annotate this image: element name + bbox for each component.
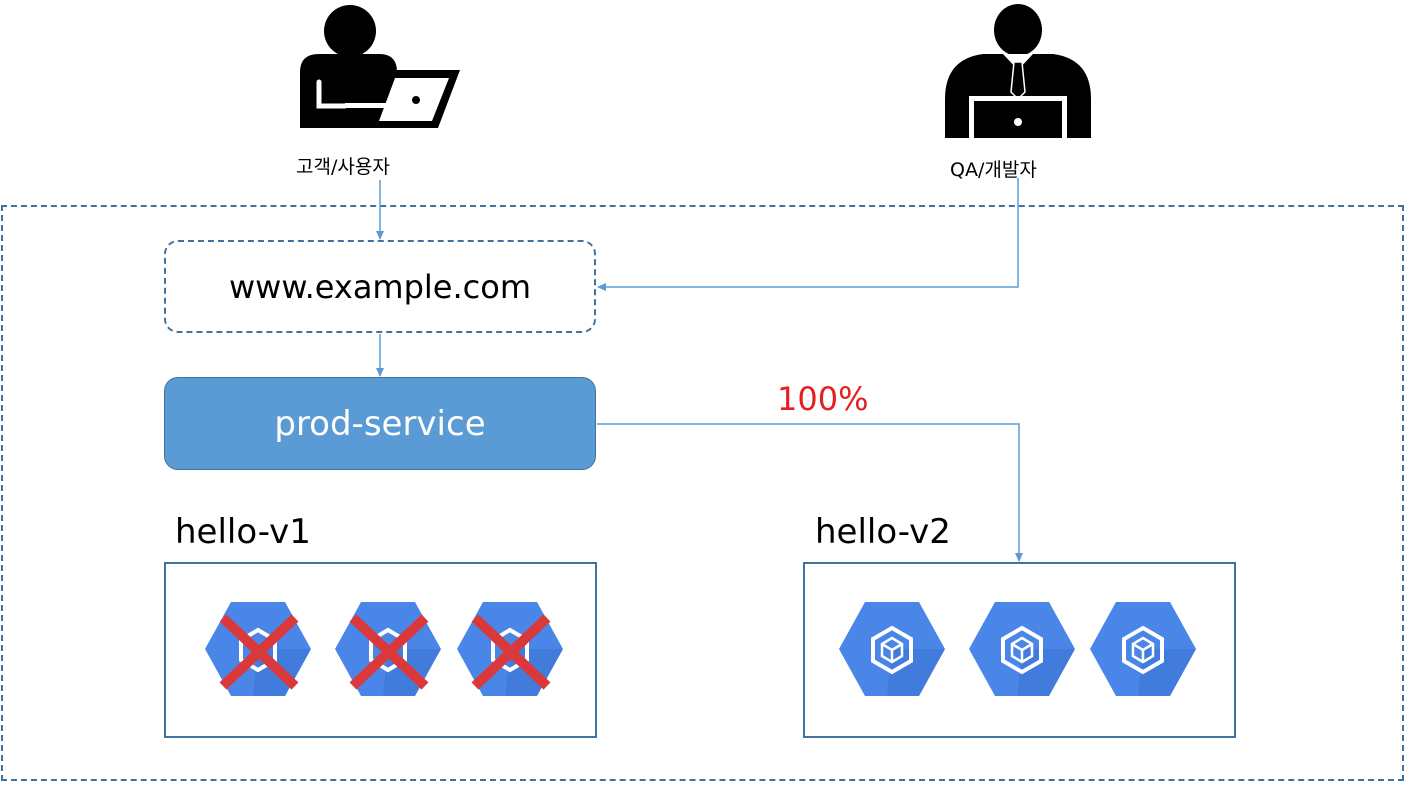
hello-v1-label: hello-v1 (175, 512, 311, 552)
developer-icon (945, 4, 1091, 138)
customer-icon (300, 5, 460, 128)
customer-label: 고객/사용자 (296, 156, 390, 178)
developer-label: QA/개발자 (950, 159, 1037, 181)
developer-to-domain-arrow (597, 178, 1019, 291)
domain-box: www.example.com (164, 240, 596, 333)
v2-pod-2-icon (969, 602, 1075, 696)
cluster-boundary (1, 205, 1404, 781)
v2-pod-3-icon (1090, 602, 1196, 696)
v1-pod-1-icon (205, 602, 311, 696)
prod-service-label: prod-service (274, 403, 486, 444)
hello-v1-pod-group (164, 562, 597, 738)
hello-v2-pod-group (803, 562, 1236, 738)
hello-v2-label: hello-v2 (815, 512, 951, 552)
service-to-v2-arrow (597, 423, 1023, 562)
v2-pod-1-icon (839, 602, 945, 696)
v1-pod-3-icon (457, 602, 563, 696)
prod-service-box: prod-service (164, 377, 596, 470)
traffic-percent-label: 100% (777, 380, 869, 418)
v1-pod-2-icon (335, 602, 441, 696)
domain-label: www.example.com (229, 267, 531, 306)
